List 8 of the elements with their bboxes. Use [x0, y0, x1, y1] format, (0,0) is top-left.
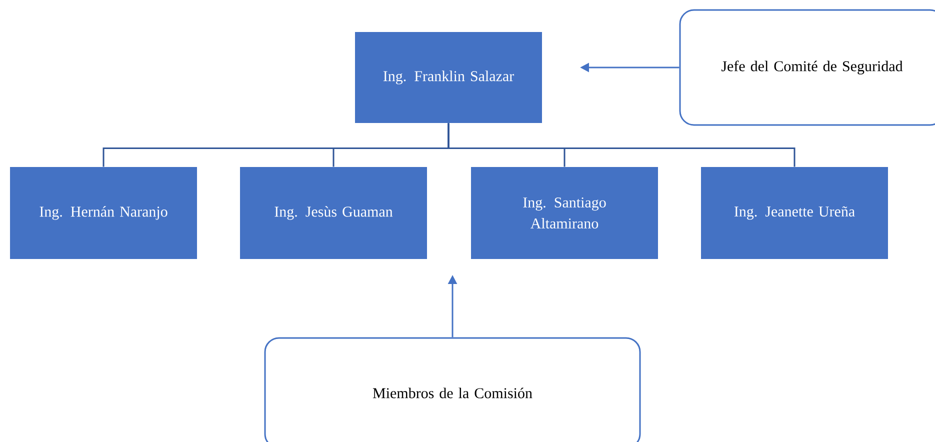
person-box: Ing. Hernán Naranjo	[10, 167, 197, 259]
person-box: Ing. Santiago Altamirano	[471, 167, 658, 259]
person-box: Ing. Jesùs Guaman	[240, 167, 427, 259]
callout-box: Miembros de la Comisión	[264, 337, 641, 442]
connector-line	[448, 123, 796, 167]
person-box: Ing. Jeanette Ureña	[701, 167, 888, 259]
person-box: Ing. Franklin Salazar	[355, 32, 542, 123]
callout-box: Jefe del Comité de Seguridad	[679, 9, 935, 126]
